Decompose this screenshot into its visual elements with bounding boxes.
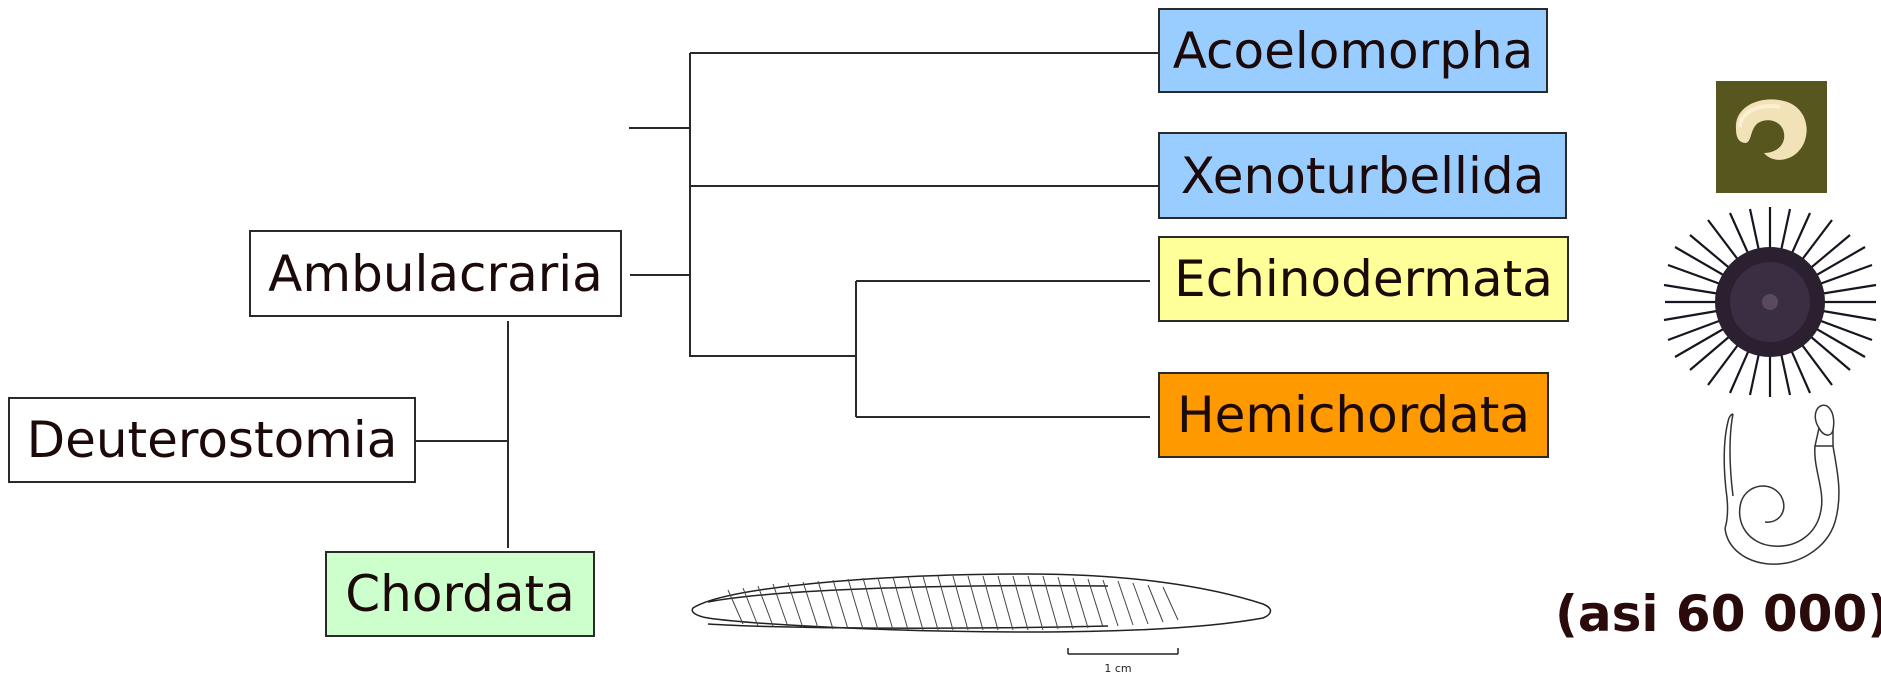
sea-urchin-photo: [1663, 207, 1877, 397]
taxon-ambulacraria-label: Ambulacraria: [268, 244, 603, 303]
taxon-acoelomorpha: Acoelomorpha: [1158, 8, 1548, 93]
taxon-echinodermata-label: Echinodermata: [1174, 250, 1553, 308]
taxon-chordata: Chordata: [325, 551, 595, 637]
taxon-hemichordata-label: Hemichordata: [1176, 386, 1531, 444]
taxon-chordata-label: Chordata: [345, 565, 575, 623]
xenoturbella-photo: [1716, 81, 1827, 193]
acorn-worm-drawing: [1723, 404, 1840, 565]
lancelet-drawing: 1 cm: [691, 573, 1272, 675]
taxon-acoelomorpha-label: Acoelomorpha: [1172, 21, 1534, 80]
taxon-echinodermata: Echinodermata: [1158, 236, 1569, 322]
taxon-deuterostomia: Deuterostomia: [8, 397, 416, 483]
taxon-xenoturbellida: Xenoturbellida: [1158, 132, 1567, 219]
taxon-deuterostomia-label: Deuterostomia: [26, 411, 398, 469]
taxon-hemichordata: Hemichordata: [1158, 372, 1549, 458]
taxon-ambulacraria: Ambulacraria: [249, 230, 622, 317]
taxon-xenoturbellida-label: Xenoturbellida: [1180, 146, 1545, 205]
species-count: (asi 60 000): [1555, 585, 1881, 643]
scale-bar-label: 1 cm: [1104, 662, 1131, 675]
